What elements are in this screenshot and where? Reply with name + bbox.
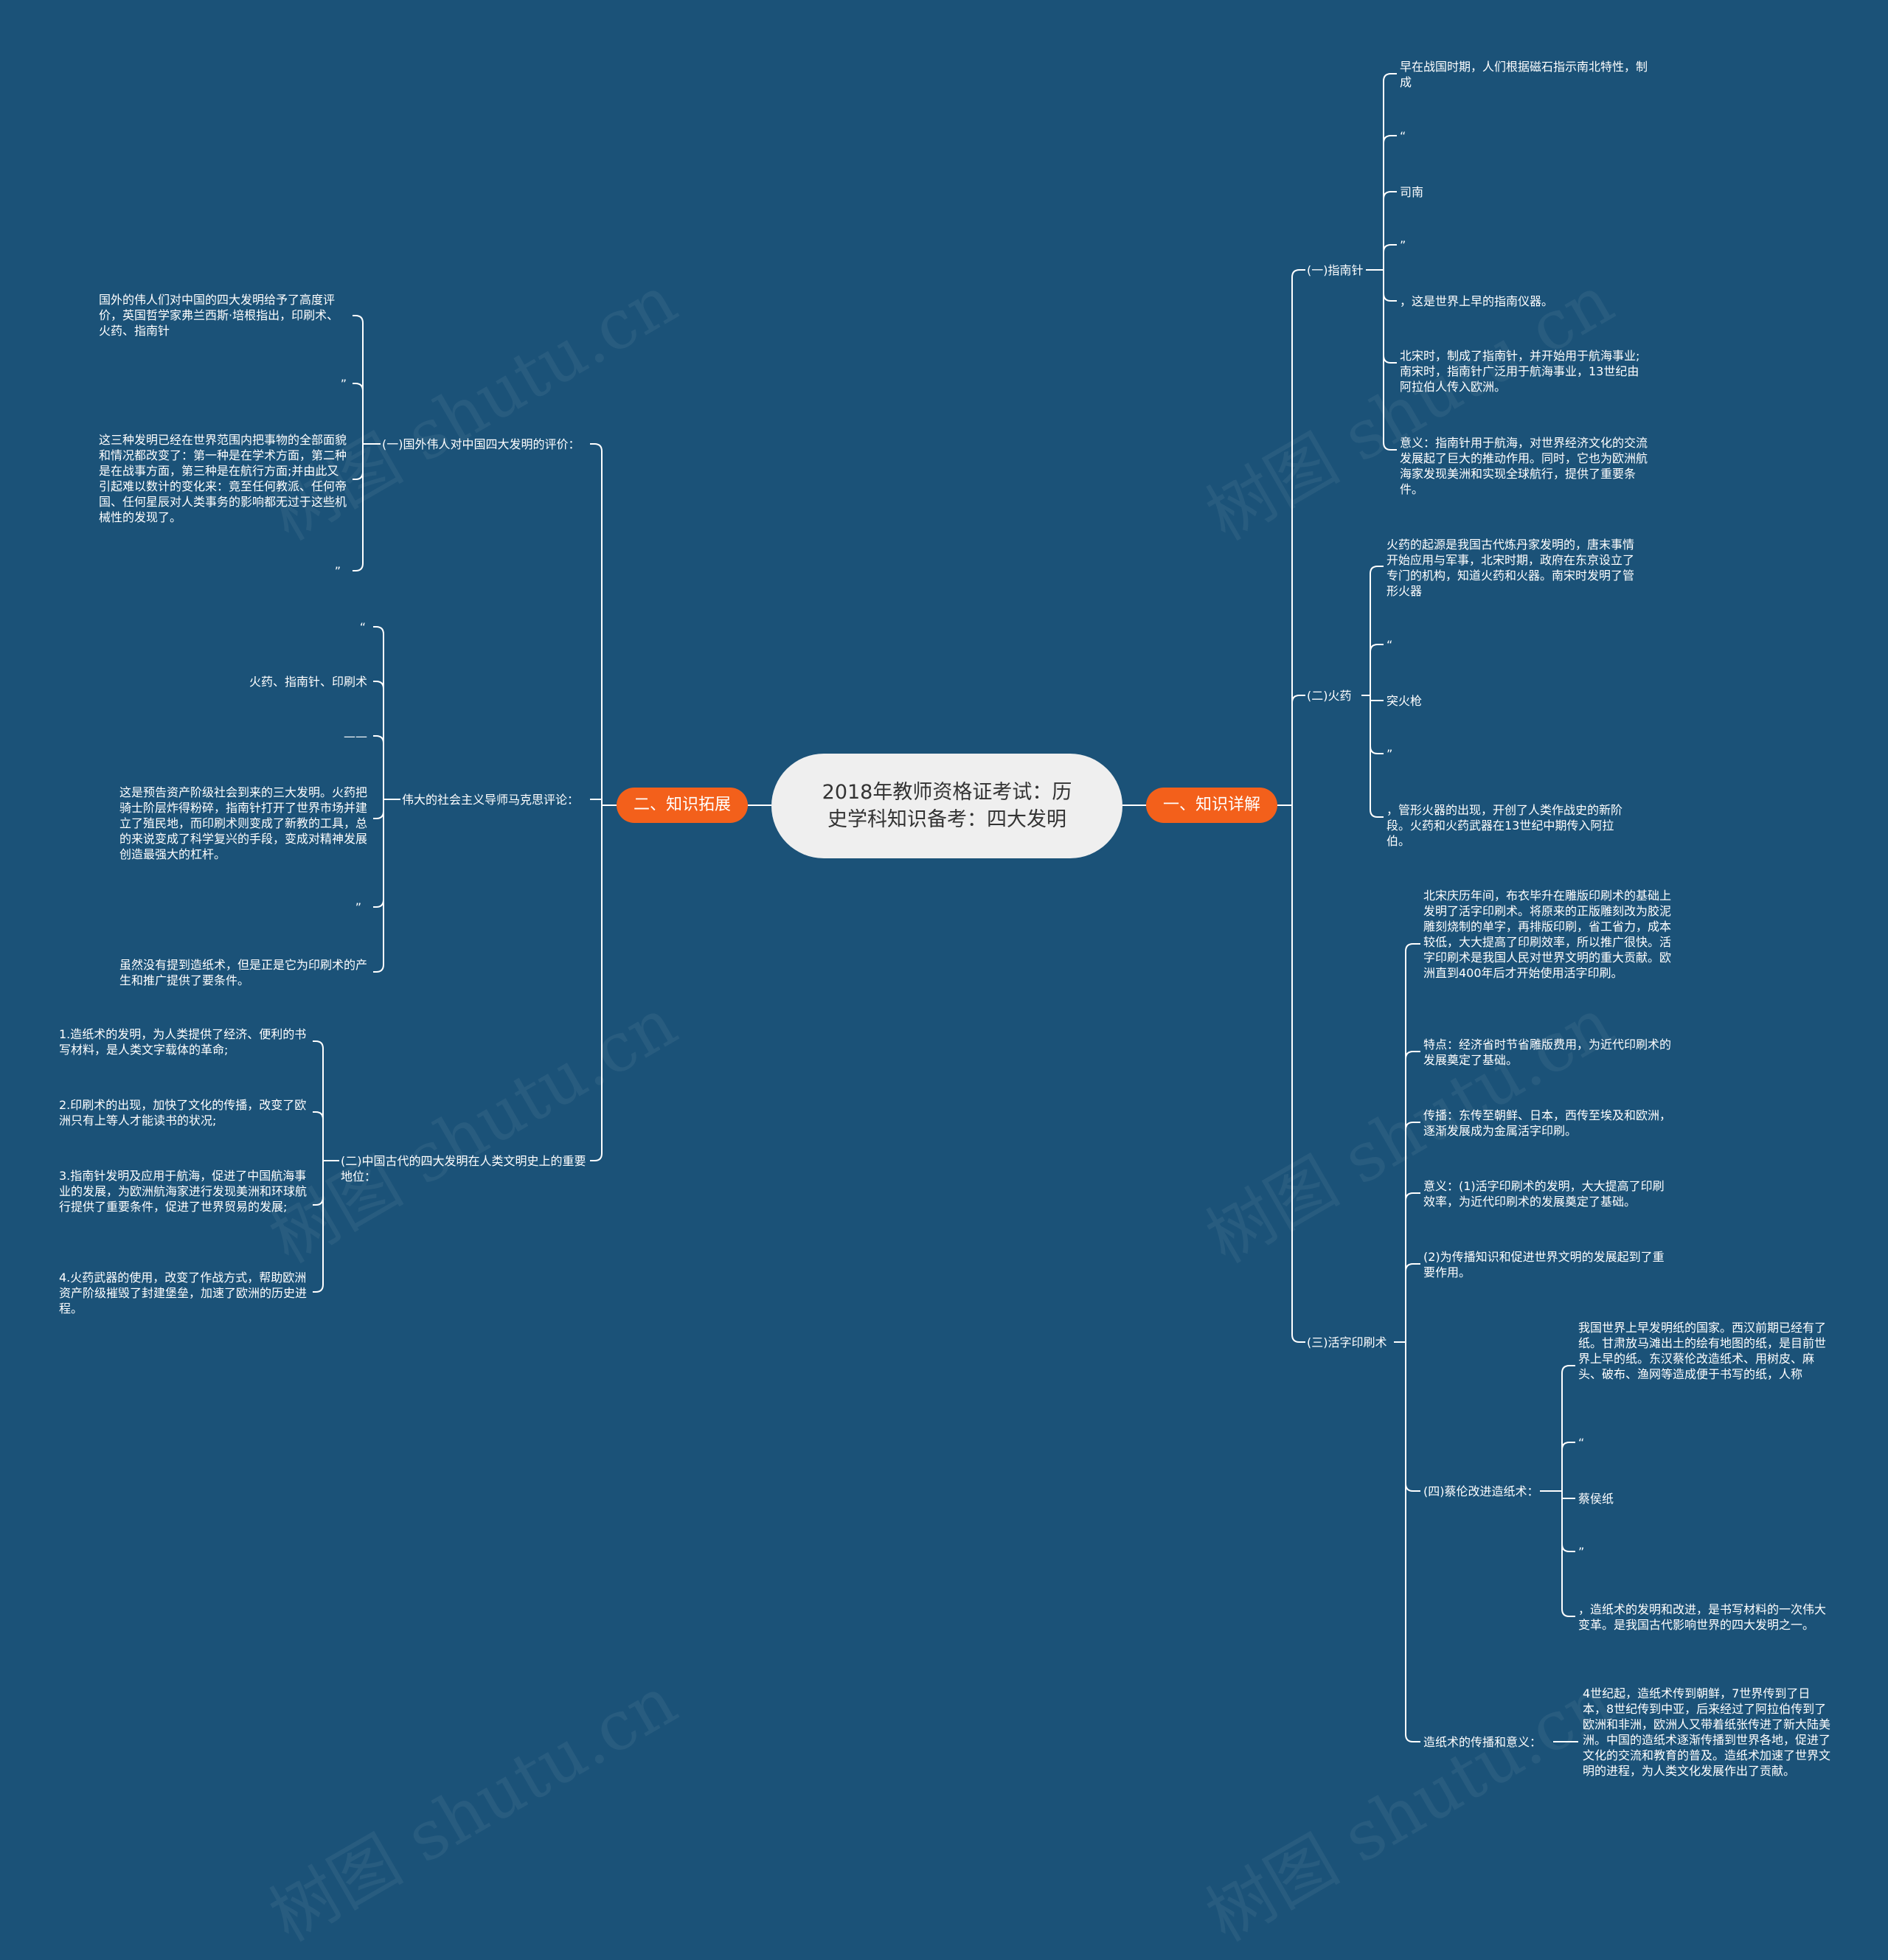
gunpowder-item: 突火枪 — [1386, 694, 1423, 708]
paper-item: 蔡侯纸 — [1578, 1492, 1614, 1506]
connector — [1405, 943, 1420, 1342]
printing-item: 北宋庆历年间，布衣毕升在雕版印刷术的基础上发明了活字印刷术。将原来的正版雕刻改为… — [1423, 889, 1672, 980]
foreign-item: ” — [340, 377, 347, 391]
connector — [1561, 1491, 1575, 1617]
connector — [1405, 1051, 1420, 1342]
connector — [1291, 805, 1305, 1343]
connector — [373, 799, 384, 973]
status-item: 1.造纸术的发明，为人类提供了经济、便利的书写材料，是人类文字载体的革命; — [59, 1027, 307, 1057]
connector — [373, 681, 384, 799]
branch-knowledge-detail[interactable]: 一、知识详解 — [1146, 788, 1277, 823]
connector — [373, 735, 384, 799]
connector — [373, 626, 384, 799]
root-title: 2018年教师资格证考试：历史学科知识备考：四大发明 — [822, 781, 1072, 831]
connector — [1383, 73, 1397, 270]
connector — [1383, 191, 1397, 270]
branch-knowledge-extension[interactable]: 二、知识拓展 — [617, 788, 748, 823]
compass-item: 意义：指南针用于航海，对世界经济文化的交流发展起了巨大的推动作用。同时，它也为欧… — [1400, 436, 1648, 496]
status-item: 4.火药武器的使用，改变了作战方式，帮助欧洲资产阶级摧毁了封建堡垒，加速了欧洲的… — [59, 1271, 308, 1316]
connector — [313, 1111, 324, 1161]
paper-item: ，造纸术的发明和改进，是书写材料的一次伟大变革。是我国古代影响世界的四大发明之一… — [1578, 1602, 1827, 1632]
connector — [1291, 695, 1305, 805]
connector — [1561, 1365, 1575, 1491]
connector — [1405, 1122, 1420, 1342]
printing-item: 传播：东传至朝鲜、日本，西传至埃及和欧洲，逐渐发展成为金属活字印刷。 — [1423, 1108, 1672, 1138]
foreign-item: 这三种发明已经在世界范围内把事物的全部面貌和情况都改变了：第一种是在学术方面，第… — [99, 433, 347, 524]
compass-item: ，这是世界上早的指南仪器。 — [1400, 294, 1554, 308]
status-item: 3.指南针发明及应用于航海，促进了中国航海事业的发展，为欧洲航海家进行发现美洲和… — [59, 1169, 308, 1214]
topic-cai-lun-paper[interactable]: (四)蔡伦改进造纸术： — [1423, 1484, 1539, 1498]
marx-item: ” — [355, 900, 361, 914]
paper-item: ” — [1578, 1545, 1585, 1559]
foreign-item: ” — [334, 564, 341, 578]
connector — [373, 799, 384, 819]
connector — [1370, 695, 1384, 818]
connector — [590, 443, 603, 805]
connector — [1405, 1192, 1420, 1342]
connector — [1370, 695, 1384, 754]
topic-foreign-evaluation[interactable]: (一)国外伟人对中国四大发明的评价： — [382, 437, 580, 451]
paper-item: “ — [1578, 1436, 1585, 1450]
topic-marx-comment[interactable]: 伟大的社会主义导师马克思评论： — [402, 793, 580, 807]
connector-lines — [313, 73, 1578, 1742]
printing-item: 意义：(1)活字印刷术的发明，大大提高了印刷效率，为近代印刷术的发展奠定了基础。 — [1423, 1179, 1665, 1209]
printing-item: 特点：经济省时节省雕版费用，为近代印刷术的发展奠定了基础。 — [1423, 1038, 1672, 1067]
marx-item: 这是预告资产阶级社会到来的三大发明。火药把骑士阶层炸得粉碎，指南针打开了世界市场… — [119, 785, 368, 861]
connector — [1383, 270, 1397, 451]
connector — [1383, 135, 1397, 270]
paper-spread-text: 4世纪起，造纸术传到朝鲜，7世界传到了日本，8世纪传到中亚，后来经过了阿拉伯传到… — [1583, 1686, 1831, 1778]
connector — [313, 1161, 324, 1293]
connector — [1405, 1263, 1420, 1342]
marx-item: 火药、指南针、印刷术 — [249, 675, 367, 689]
paper-item: 我国世界上早发明纸的国家。西汉前期已经有了纸。甘肃放马滩出土的绘有地图的纸，是目… — [1578, 1321, 1827, 1381]
marx-item: “ — [359, 620, 366, 634]
topic-gunpowder[interactable]: (二)火药 — [1307, 689, 1352, 703]
foreign-item: 国外的伟人们对中国的四大发明给予了高度评价，英国哲学家弗兰西斯·培根指出，印刷术… — [99, 293, 339, 338]
status-item: 2.印刷术的出现，加快了文化的传播，改变了欧洲只有上等人才能读书的状况; — [59, 1098, 307, 1127]
connector — [1383, 244, 1397, 270]
topic-paper-spread[interactable]: 造纸术的传播和意义： — [1423, 1735, 1542, 1749]
topic-movable-type[interactable]: (三)活字印刷术 — [1307, 1335, 1387, 1349]
connector — [590, 805, 603, 1161]
gunpowder-item: “ — [1386, 638, 1393, 652]
topic-historical-status[interactable]: (二)中国古代的四大发明在人类文明史上的重要地位： — [341, 1154, 586, 1184]
connector — [1383, 270, 1397, 364]
connector — [353, 383, 364, 444]
gunpowder-item: ” — [1386, 747, 1393, 761]
connector — [353, 444, 364, 571]
gunpowder-item: 火药的起源是我国古代炼丹家发明的，唐末事情开始应用与军事，北宋时期，政府在东京设… — [1386, 538, 1635, 598]
connector — [1405, 1342, 1420, 1742]
connector — [1383, 270, 1397, 302]
connector — [313, 1040, 324, 1161]
connector — [1405, 1342, 1420, 1492]
compass-item: “ — [1400, 129, 1406, 143]
compass-item: 早在战国时期，人们根据磁石指示南北特性，制成 — [1400, 60, 1648, 89]
compass-item: 北宋时，制成了指南针，并开始用于航海事业;南宋时，指南针广泛用于航海事业，13世… — [1400, 349, 1640, 394]
printing-item: (2)为传播知识和促进世界文明的发展起到了重要作用。 — [1423, 1250, 1665, 1279]
connector — [1291, 269, 1305, 805]
topic-compass[interactable]: (一)指南针 — [1307, 263, 1364, 277]
connector — [1561, 1442, 1575, 1491]
marx-item: 虽然没有提到造纸术，但是正是它为印刷术的产生和推广提供了要条件。 — [119, 958, 368, 987]
root-topic[interactable]: 2018年教师资格证考试：历史学科知识备考：四大发明 — [771, 754, 1122, 858]
compass-item: ” — [1400, 238, 1406, 252]
connector — [1370, 566, 1384, 695]
connector — [1370, 644, 1384, 695]
connector — [353, 315, 364, 444]
compass-item: 司南 — [1400, 185, 1424, 199]
connector — [1561, 1491, 1575, 1552]
marx-item: —— — [344, 729, 367, 743]
gunpowder-item: ，管形火器的出现，开创了人类作战史的新阶段。火药和火药武器在13世纪中期传入阿拉… — [1386, 803, 1623, 848]
